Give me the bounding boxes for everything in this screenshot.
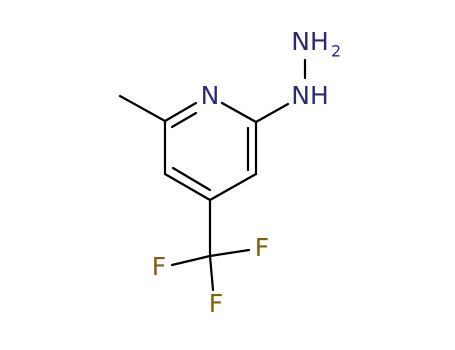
bond-layer bbox=[118, 58, 307, 292]
bond-c4-c3-inner bbox=[171, 166, 212, 192]
atom-fluorine-bottom: F bbox=[209, 289, 223, 318]
bond-cf3-f-bottom bbox=[208, 254, 215, 292]
atom-hydrazine-nh2: NH bbox=[291, 27, 329, 56]
bond-c2-n1 bbox=[163, 101, 198, 123]
bond-cf3-f-right bbox=[208, 248, 251, 258]
bond-c2-n1-inner bbox=[170, 111, 198, 129]
atom-fluorine-right: F bbox=[255, 233, 269, 262]
bond-cf3-f-left bbox=[170, 254, 212, 267]
bond-methyl bbox=[118, 94, 167, 123]
atom-ring-n: N bbox=[201, 81, 220, 110]
bond-n1-c6 bbox=[220, 101, 258, 124]
atom-hydrazine-nh2-subscript: 2 bbox=[331, 42, 341, 61]
atom-fluorine-left: F bbox=[152, 252, 166, 281]
bond-c5-c4 bbox=[208, 172, 258, 202]
bond-c6-nh bbox=[254, 102, 290, 124]
bond-c4-c3 bbox=[163, 172, 212, 202]
atom-label-layer: N NH NH 2 F F F bbox=[152, 27, 341, 318]
atom-hydrazine-nh: NH bbox=[291, 81, 329, 110]
